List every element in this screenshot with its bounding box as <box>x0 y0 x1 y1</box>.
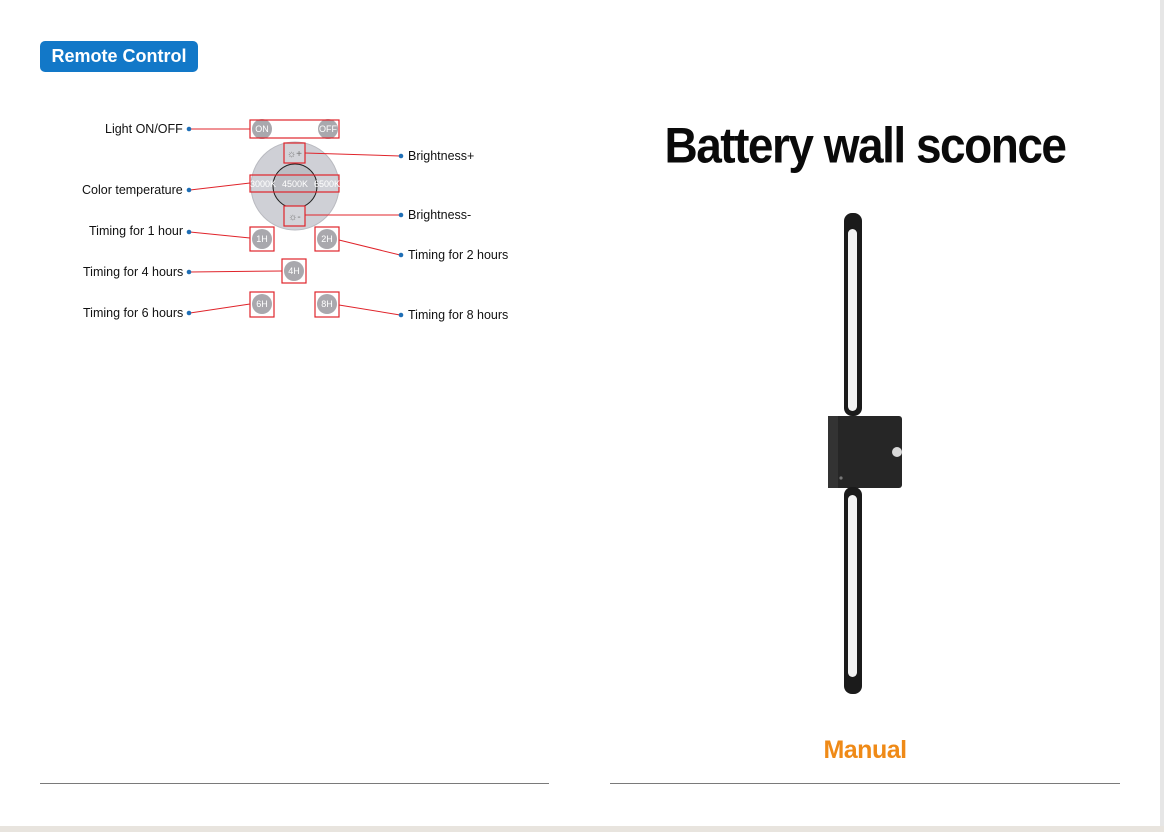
timer-2h-button <box>317 229 337 249</box>
timer-1h-frame <box>249 226 275 252</box>
timer-2h-frame <box>314 226 340 252</box>
timer-6h-button <box>252 294 272 314</box>
label-color-temperature: Color temperature <box>82 183 183 197</box>
timer-2h-text: 2H <box>321 234 333 244</box>
wall-sconce-image <box>828 213 902 694</box>
label-timing-4h: Timing for 4 hours <box>83 265 184 279</box>
label-timing-2h: Timing for 2 hours <box>408 248 509 262</box>
page-bottom-edge <box>0 826 1164 832</box>
callout-dots <box>186 126 404 318</box>
label-timing-8h: Timing for 8 hours <box>408 308 509 322</box>
timer-4h-button <box>284 261 304 281</box>
section-title-badge: Remote Control <box>40 41 198 72</box>
label-brightness-down: Brightness- <box>408 208 472 222</box>
remote-off-button <box>318 119 338 139</box>
timer-1h-text: 1H <box>256 234 268 244</box>
manual-label: Manual <box>823 736 907 764</box>
label-timing-1h: Timing for 1 hour <box>89 224 184 238</box>
cct-mid-text: 4500K <box>282 179 308 189</box>
timer-8h-text: 8H <box>321 299 333 309</box>
timer-4h-text: 4H <box>288 266 300 276</box>
sun-icon-down: ☼- <box>288 212 301 223</box>
timer-8h-frame <box>314 291 340 318</box>
label-light-onoff: Light ON/OFF <box>105 122 183 136</box>
off-text: OFF <box>319 124 337 134</box>
label-timing-6h: Timing for 6 hours <box>83 306 184 320</box>
page-edge <box>1160 0 1164 832</box>
on-text: ON <box>255 124 269 134</box>
callout-lines <box>189 128 401 316</box>
brightness-down-button <box>283 205 306 227</box>
right-footer-rule <box>610 783 1120 784</box>
remote-control-diagram: ☼+ ☼- 3000K 4500K 6500K ON OFF 1H 2H 4H … <box>186 119 404 318</box>
left-footer-rule <box>40 783 549 784</box>
cct-cool-text: 6500K <box>314 179 340 189</box>
label-brightness-up: Brightness+ <box>408 149 475 163</box>
timer-6h-text: 6H <box>256 299 268 309</box>
timer-1h-button <box>252 229 272 249</box>
product-title: Battery wall sconce <box>664 116 1067 174</box>
timer-8h-button <box>317 294 337 314</box>
cct-warm-text: 3000K <box>250 179 276 189</box>
sun-icon-up: ☼+ <box>287 149 302 160</box>
remote-on-button <box>252 119 272 139</box>
